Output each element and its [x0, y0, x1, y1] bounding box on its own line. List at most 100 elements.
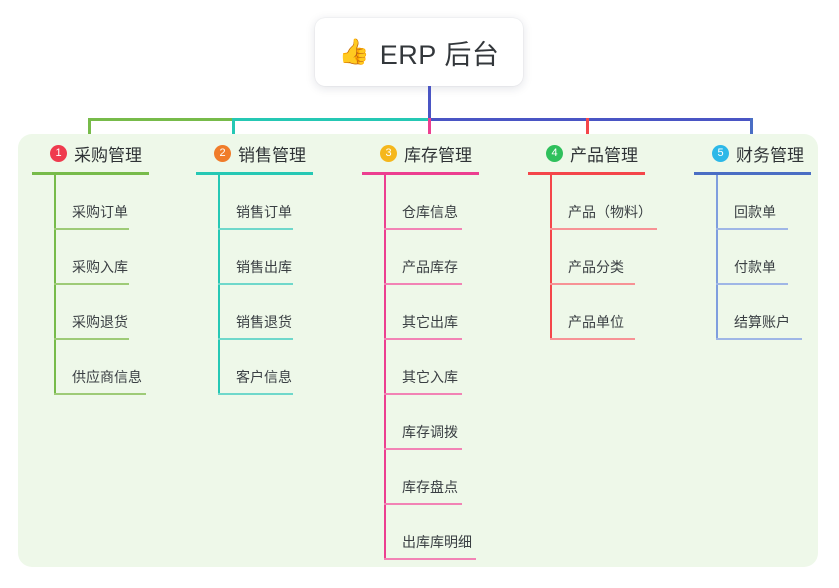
leaf-label: 采购订单: [72, 204, 128, 220]
leaf-rule: [218, 393, 293, 395]
leaf-label: 产品库存: [402, 259, 458, 275]
branch-header-rule-5: [694, 172, 811, 175]
leaf-label: 产品分类: [568, 259, 624, 275]
branch-header-rule-2: [196, 172, 313, 175]
drop-line-col-4: [586, 118, 589, 148]
leaf-spine-5: [716, 175, 718, 340]
leaf-label: 采购退货: [72, 314, 128, 330]
leaf-label: 客户信息: [236, 369, 292, 385]
branch-title-3: 库存管理: [404, 145, 472, 165]
leaf-item[interactable]: 供应商信息: [54, 340, 182, 395]
branch-panel: [18, 134, 818, 567]
branch-column-4: 4 产品管理 产品（物料） 产品分类 产品单位: [528, 140, 688, 340]
leaf-rule: [384, 228, 462, 230]
leaf-rule: [716, 283, 788, 285]
branch-badge-4: 4: [546, 144, 563, 162]
leaf-item[interactable]: 库存盘点: [384, 450, 517, 505]
leaf-label: 产品单位: [568, 314, 624, 330]
bus-segment-3: [429, 118, 751, 121]
leaf-label: 回款单: [734, 204, 776, 220]
thumbs-up-icon: 👍: [338, 37, 370, 66]
leaf-label: 销售出库: [236, 259, 292, 275]
branch-header-5[interactable]: 5 财务管理: [694, 140, 839, 166]
leaf-item[interactable]: 产品（物料）: [550, 175, 688, 230]
leaf-spine-4: [550, 175, 552, 340]
branch-column-5: 5 财务管理 回款单 付款单 结算账户: [694, 140, 839, 340]
drop-line-col-5: [750, 118, 753, 148]
leaf-item[interactable]: 产品分类: [550, 230, 688, 285]
leaf-rule: [384, 283, 462, 285]
leaf-label: 产品（物料）: [568, 204, 652, 220]
leaf-label: 结算账户: [734, 314, 790, 330]
drop-line-col-2: [232, 118, 235, 148]
leaf-list-5: 回款单 付款单 结算账户: [716, 175, 839, 340]
leaf-label: 库存盘点: [402, 479, 458, 495]
leaf-list-4: 产品（物料） 产品分类 产品单位: [550, 175, 688, 340]
leaf-label: 采购入库: [72, 259, 128, 275]
leaf-item[interactable]: 其它入库: [384, 340, 517, 395]
branch-title-1: 采购管理: [74, 145, 142, 165]
leaf-rule: [384, 558, 476, 560]
leaf-rule: [218, 228, 293, 230]
leaf-rule: [550, 283, 635, 285]
branch-badge-5: 5: [712, 144, 729, 162]
leaf-item[interactable]: 付款单: [716, 230, 839, 285]
branch-badge-2: 2: [214, 144, 231, 162]
leaf-spine-3: [384, 175, 386, 560]
leaf-item[interactable]: 库存调拨: [384, 395, 517, 450]
leaf-item[interactable]: 回款单: [716, 175, 839, 230]
leaf-rule: [218, 338, 293, 340]
leaf-label: 仓库信息: [402, 204, 458, 220]
branch-title-2: 销售管理: [238, 145, 306, 165]
leaf-rule: [716, 338, 802, 340]
branch-header-rule-4: [528, 172, 645, 175]
leaf-item[interactable]: 销售订单: [218, 175, 346, 230]
leaf-label: 销售退货: [236, 314, 292, 330]
root-node-card[interactable]: 👍 ERP 后台: [315, 18, 523, 86]
leaf-label: 其它入库: [402, 369, 458, 385]
leaf-item[interactable]: 客户信息: [218, 340, 346, 395]
leaf-rule: [384, 448, 462, 450]
drop-line-col-3: [428, 118, 431, 148]
branch-column-2: 2 销售管理 销售订单 销售出库 销售退货 客户信息: [196, 140, 346, 395]
leaf-item[interactable]: 销售出库: [218, 230, 346, 285]
leaf-item[interactable]: 采购退货: [54, 285, 182, 340]
branch-badge-3: 3: [380, 144, 397, 162]
leaf-item[interactable]: 其它出库: [384, 285, 517, 340]
root-trunk-line: [428, 86, 431, 120]
leaf-item[interactable]: 销售退货: [218, 285, 346, 340]
leaf-spine-2: [218, 175, 220, 395]
leaf-list-3: 仓库信息 产品库存 其它出库 其它入库 库存调拨 库存盘点: [384, 175, 517, 560]
leaf-spine-1: [54, 175, 56, 395]
drop-line-col-1: [88, 118, 91, 148]
leaf-label: 销售订单: [236, 204, 292, 220]
bus-segment-2: [233, 118, 429, 121]
root-title: ERP 后台: [379, 39, 500, 70]
branch-header-2[interactable]: 2 销售管理: [196, 140, 346, 166]
leaf-rule: [384, 503, 462, 505]
leaf-item[interactable]: 采购入库: [54, 230, 182, 285]
bus-segment-1: [88, 118, 233, 121]
leaf-item[interactable]: 出库库明细: [384, 505, 517, 560]
branch-header-3[interactable]: 3 库存管理: [362, 140, 517, 166]
leaf-item[interactable]: 采购订单: [54, 175, 182, 230]
branch-title-5: 财务管理: [736, 145, 804, 165]
branch-header-rule-1: [32, 172, 149, 175]
leaf-item[interactable]: 产品单位: [550, 285, 688, 340]
branch-header-4[interactable]: 4 产品管理: [528, 140, 688, 166]
leaf-item[interactable]: 仓库信息: [384, 175, 517, 230]
branch-badge-1: 1: [50, 144, 67, 162]
leaf-item[interactable]: 产品库存: [384, 230, 517, 285]
leaf-rule: [54, 338, 129, 340]
branch-title-4: 产品管理: [570, 145, 638, 165]
leaf-rule: [54, 228, 129, 230]
leaf-label: 付款单: [734, 259, 776, 275]
leaf-rule: [550, 338, 635, 340]
leaf-label: 供应商信息: [72, 369, 142, 385]
leaf-label: 出库库明细: [402, 534, 472, 550]
leaf-item[interactable]: 结算账户: [716, 285, 839, 340]
leaf-rule: [716, 228, 788, 230]
branch-header-1[interactable]: 1 采购管理: [32, 140, 182, 166]
leaf-rule: [54, 393, 146, 395]
leaf-label: 库存调拨: [402, 424, 458, 440]
